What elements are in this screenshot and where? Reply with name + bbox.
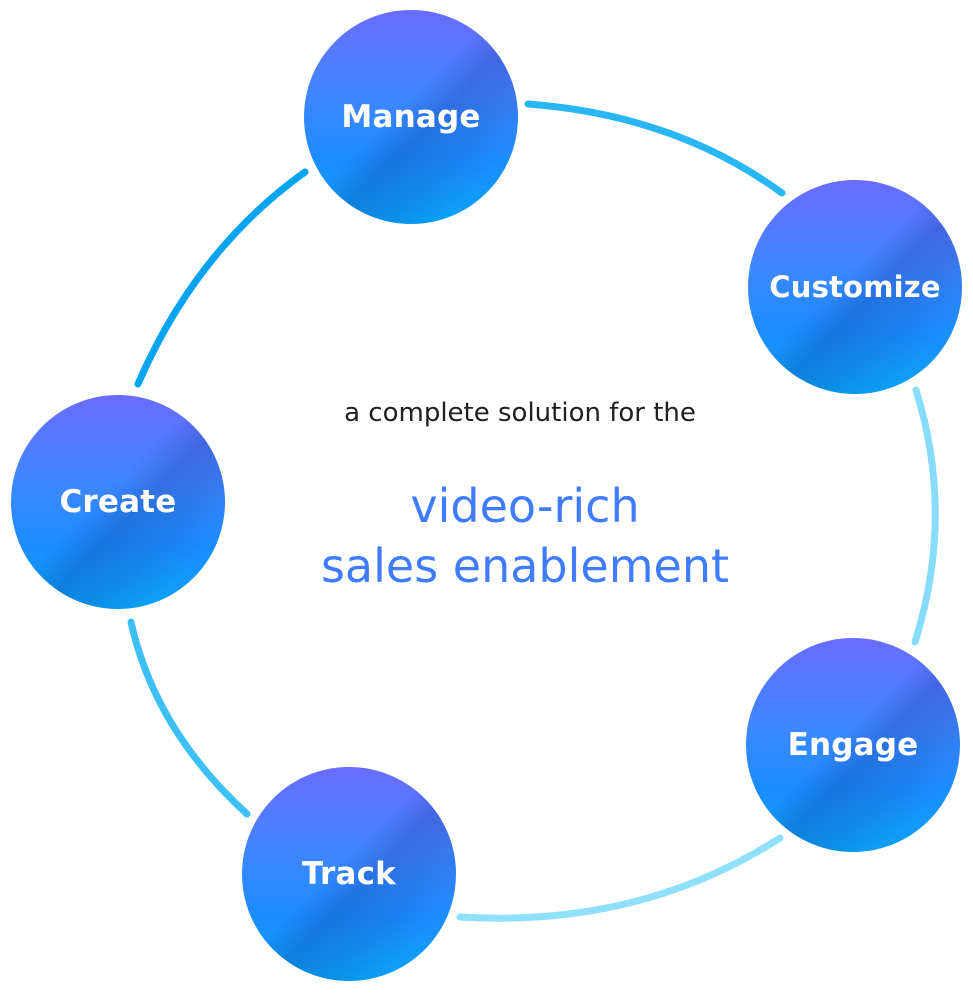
step-track-label: Track [302, 856, 396, 892]
step-create: Create [11, 395, 225, 609]
connector-manage-customize [524, 100, 786, 197]
step-track: Track [242, 767, 456, 981]
connector-customize-engage [911, 386, 939, 646]
step-customize: Customize [748, 180, 962, 394]
headline-line-1: video-rich [410, 479, 640, 533]
step-engage-label: Engage [787, 727, 919, 763]
step-customize-label: Customize [769, 270, 941, 304]
connector-track-create [127, 618, 251, 818]
connector-engage-track [456, 834, 784, 922]
connector-create-manage [134, 168, 309, 388]
intro-text: a complete solution for the [344, 398, 696, 428]
step-manage-label: Manage [341, 99, 481, 135]
step-manage: Manage [304, 10, 518, 224]
headline: video-rich sales enablement [225, 476, 825, 596]
step-create-label: Create [59, 484, 177, 520]
headline-line-2: sales enablement [320, 539, 730, 593]
step-engage: Engage [746, 638, 960, 852]
